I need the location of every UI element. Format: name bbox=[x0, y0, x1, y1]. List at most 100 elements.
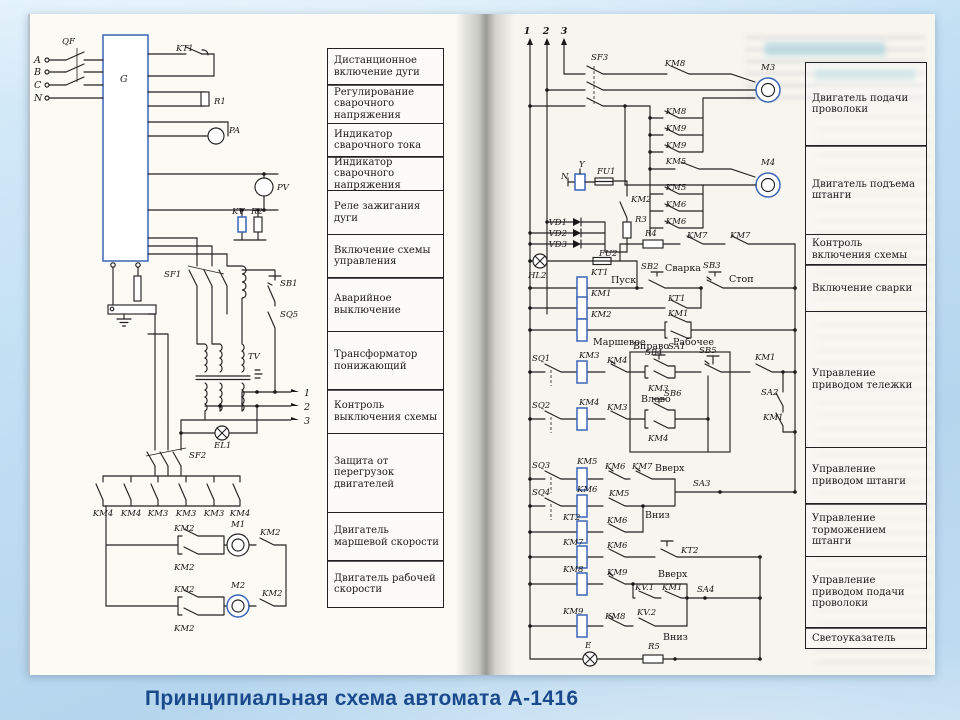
welding-electrode-ground bbox=[107, 262, 157, 327]
breaker-QF: QF A B C N bbox=[33, 37, 104, 104]
label-km5: KM5 bbox=[608, 489, 629, 499]
label-sq3: SQ3 bbox=[532, 461, 550, 471]
label-km4: KM4 bbox=[578, 398, 599, 408]
label-km9: KM9 bbox=[606, 568, 628, 578]
label-km9: KM9 bbox=[562, 607, 584, 617]
km7-row: R4 KM7 KM7 bbox=[619, 229, 796, 262]
function-box: Контроль включения схемы bbox=[805, 233, 927, 266]
label-sf3: SF3 bbox=[591, 53, 608, 63]
relay-contact-KT1: KT1 bbox=[147, 44, 215, 77]
function-box: Реле зажигания дуги bbox=[327, 190, 444, 236]
function-box: Аварийное выключение bbox=[327, 277, 444, 333]
label-out3: 3 bbox=[304, 416, 310, 427]
switch-SF2: SF2 bbox=[145, 313, 206, 477]
label-bus2: 2 bbox=[542, 26, 550, 37]
function-box: Защита от перегрузок двигателей bbox=[327, 433, 444, 514]
label-vd3: VD3 bbox=[549, 240, 567, 250]
book-gutter bbox=[455, 14, 517, 675]
resistor-R1: R1 bbox=[147, 91, 226, 107]
function-box: Индикатор сварочного напряжения bbox=[327, 156, 444, 192]
label-km4: KM4 bbox=[647, 434, 668, 444]
label-km3: KM3 bbox=[175, 509, 196, 519]
label-sb3: SB3 bbox=[703, 261, 720, 271]
right-function-column: Двигатель подачи проволоки Двигатель под… bbox=[805, 61, 927, 650]
label-vverh: Вверх bbox=[658, 569, 688, 580]
label-g: G bbox=[120, 74, 128, 85]
label-pa: PA bbox=[228, 126, 240, 136]
label-km5: KM5 bbox=[665, 157, 686, 167]
label-hl2: HL2 bbox=[527, 271, 546, 281]
function-box: Двигатель маршевой скорости bbox=[327, 511, 444, 562]
function-box: Двигатель рабочей скорости bbox=[327, 560, 444, 609]
label-n: N bbox=[560, 172, 569, 182]
function-box: Трансформатор понижающий bbox=[327, 330, 444, 391]
label-vniz: Вниз bbox=[663, 632, 688, 643]
label-km4: KM4 bbox=[120, 509, 141, 519]
label-km7: KM7 bbox=[729, 231, 751, 241]
label-qf: QF bbox=[62, 37, 76, 47]
rung-km8: KM8 KM9 Вверх KV.1 KM1 SA4 bbox=[528, 565, 762, 600]
motor-M3-circuit: KM8 M3 KM8 KM9 KM9 bbox=[648, 59, 781, 237]
label-km3: KM3 bbox=[647, 384, 668, 394]
rung-start-stop: KT1 Пуск SB2 Сварка SB3 Стоп bbox=[528, 261, 797, 300]
label-km8: KM8 bbox=[664, 59, 686, 69]
label-km3: KM3 bbox=[147, 509, 168, 519]
label-phase-b: B bbox=[33, 67, 41, 78]
rung-km7: KM7 KM6 KT2 bbox=[528, 538, 762, 569]
label-r1: R1 bbox=[213, 97, 226, 107]
label-km2: KM2 bbox=[173, 585, 194, 595]
label-km4: KM4 bbox=[606, 356, 627, 366]
label-phase-c: C bbox=[34, 80, 42, 91]
label-km6: KM6 bbox=[576, 485, 598, 495]
label-sq2: SQ2 bbox=[532, 401, 550, 411]
label-vd1: VD1 bbox=[549, 218, 567, 228]
diodes-VD1-VD3: VD1 VD2 VD3 bbox=[528, 217, 606, 253]
label-km2: KM2 bbox=[261, 589, 282, 599]
label-out2: 2 bbox=[303, 402, 310, 413]
function-box: Дистанционное включение дуги bbox=[327, 47, 444, 86]
label-km7: KM7 bbox=[631, 462, 653, 472]
label-sf2: SF2 bbox=[189, 451, 206, 461]
label-sb2: SB2 bbox=[641, 262, 658, 272]
label-sa4: SA4 bbox=[697, 585, 714, 595]
label-kt2: KT2 bbox=[562, 513, 580, 523]
label-sb1: SB1 bbox=[280, 279, 297, 289]
label-marshevoe: Маршевое bbox=[593, 337, 646, 348]
overload-contacts-row: KM4 KM4 KM3 KM3 KM3 KM4 bbox=[92, 475, 250, 519]
label-km2: KM2 bbox=[173, 563, 194, 573]
label-km8: KM8 bbox=[604, 612, 626, 622]
label-km3: KM3 bbox=[203, 509, 224, 519]
label-km1: KM1 bbox=[754, 353, 775, 363]
label-km6: KM6 bbox=[665, 217, 687, 227]
label-m3: M3 bbox=[760, 63, 775, 73]
lamp-EL1: EL1 bbox=[179, 405, 258, 451]
label-vniz: Вниз bbox=[645, 510, 670, 521]
label-rabochee: Рабочее bbox=[673, 337, 714, 348]
function-box: Регулирование сварочного напряжения bbox=[327, 84, 444, 125]
label-bus3: 3 bbox=[561, 26, 568, 37]
label-km6: KM6 bbox=[606, 541, 628, 551]
label-sa2: SA2 bbox=[761, 388, 778, 398]
label-stop: Стоп bbox=[729, 274, 754, 285]
label-km5: KM5 bbox=[576, 457, 597, 467]
label-kt1: KT1 bbox=[590, 268, 608, 278]
label-out1: 1 bbox=[304, 388, 310, 399]
label-sq5: SQ5 bbox=[280, 310, 298, 320]
label-bus1: 1 bbox=[524, 26, 531, 37]
label-km6: KM6 bbox=[606, 516, 628, 526]
label-km6: KM6 bbox=[665, 200, 687, 210]
label-kv: KV bbox=[231, 207, 245, 217]
label-km7: KM7 bbox=[562, 538, 584, 548]
function-box: Светоуказатель bbox=[805, 627, 927, 650]
slide-caption: Принципиальная схема автомата А-1416 bbox=[145, 687, 579, 710]
motor-M4-circuit: KM5 M4 KM5 KM6 KM6 bbox=[623, 104, 781, 229]
label-sa1: SA1 bbox=[668, 342, 685, 352]
supply-buses: 1 2 3 bbox=[524, 26, 568, 660]
function-box: Управление приводом подачи проволоки bbox=[805, 555, 927, 629]
label-pusk: Пуск bbox=[611, 275, 636, 286]
ammeter-PA: PA bbox=[147, 121, 240, 145]
label-kt1: KT1 bbox=[667, 294, 685, 304]
transformer-TV: TV bbox=[195, 343, 263, 421]
label-fu2: FU2 bbox=[598, 249, 617, 259]
